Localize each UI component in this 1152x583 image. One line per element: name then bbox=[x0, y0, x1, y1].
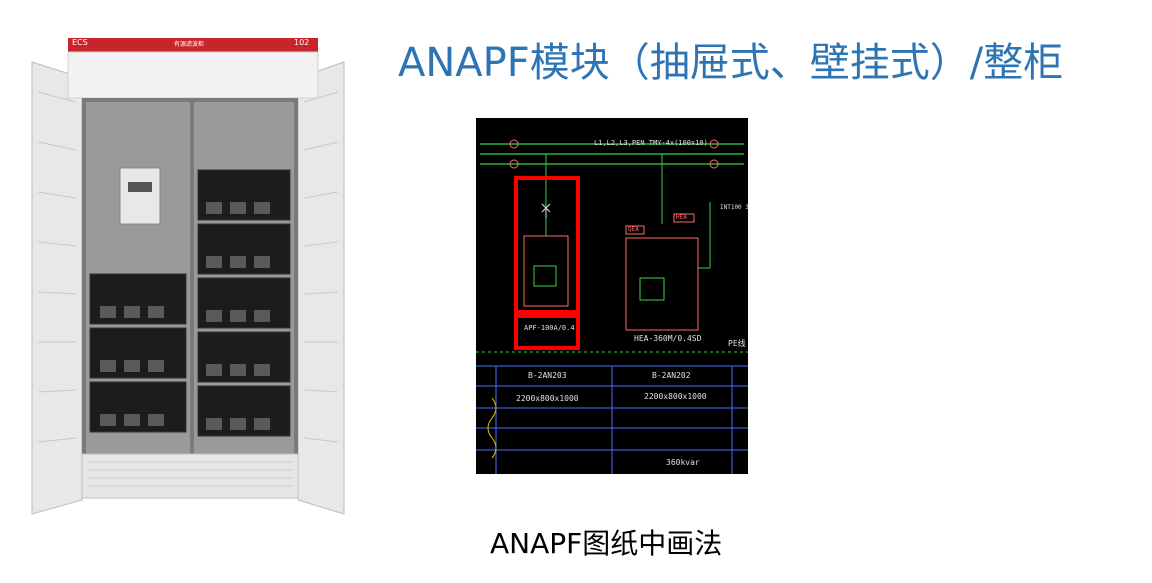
col1-name: B-2AN203 bbox=[528, 371, 567, 380]
cabinet-name: 有源滤波柜 bbox=[174, 41, 205, 48]
breaker-tag: QEA bbox=[628, 226, 639, 233]
col2-size: 2200x800x1000 bbox=[644, 392, 707, 401]
capacity-label: 360kvar bbox=[666, 458, 700, 467]
col2-name: B-2AN202 bbox=[652, 371, 691, 380]
col1-size: 2200x800x1000 bbox=[516, 394, 579, 403]
hea-tag: HEA bbox=[676, 214, 687, 221]
page-title: ANAPF模块（抽屉式、壁挂式）/整柜 bbox=[398, 40, 1064, 86]
busbar-label: L1,L2,L3,PEN TMY-4x(100x10) bbox=[594, 139, 708, 147]
cabinet-photo: ECS 有源滤波柜 102 bbox=[28, 22, 346, 520]
drawing-caption: ANAPF图纸中画法 bbox=[490, 527, 723, 560]
right-module-label: HEA-360M/0.4SD bbox=[634, 334, 702, 343]
cabinet-brand: ECS bbox=[72, 38, 88, 47]
left-module-label: APF-100A/0.4 bbox=[524, 324, 575, 332]
pe-label: PE线 bbox=[728, 339, 746, 348]
cabinet-number: 102 bbox=[294, 38, 310, 47]
side-label: INT100 3 bbox=[720, 204, 749, 211]
cad-drawing: L1,L2,L3,PEN TMY-4x(100x10) APF-100A/0.4… bbox=[476, 118, 749, 474]
